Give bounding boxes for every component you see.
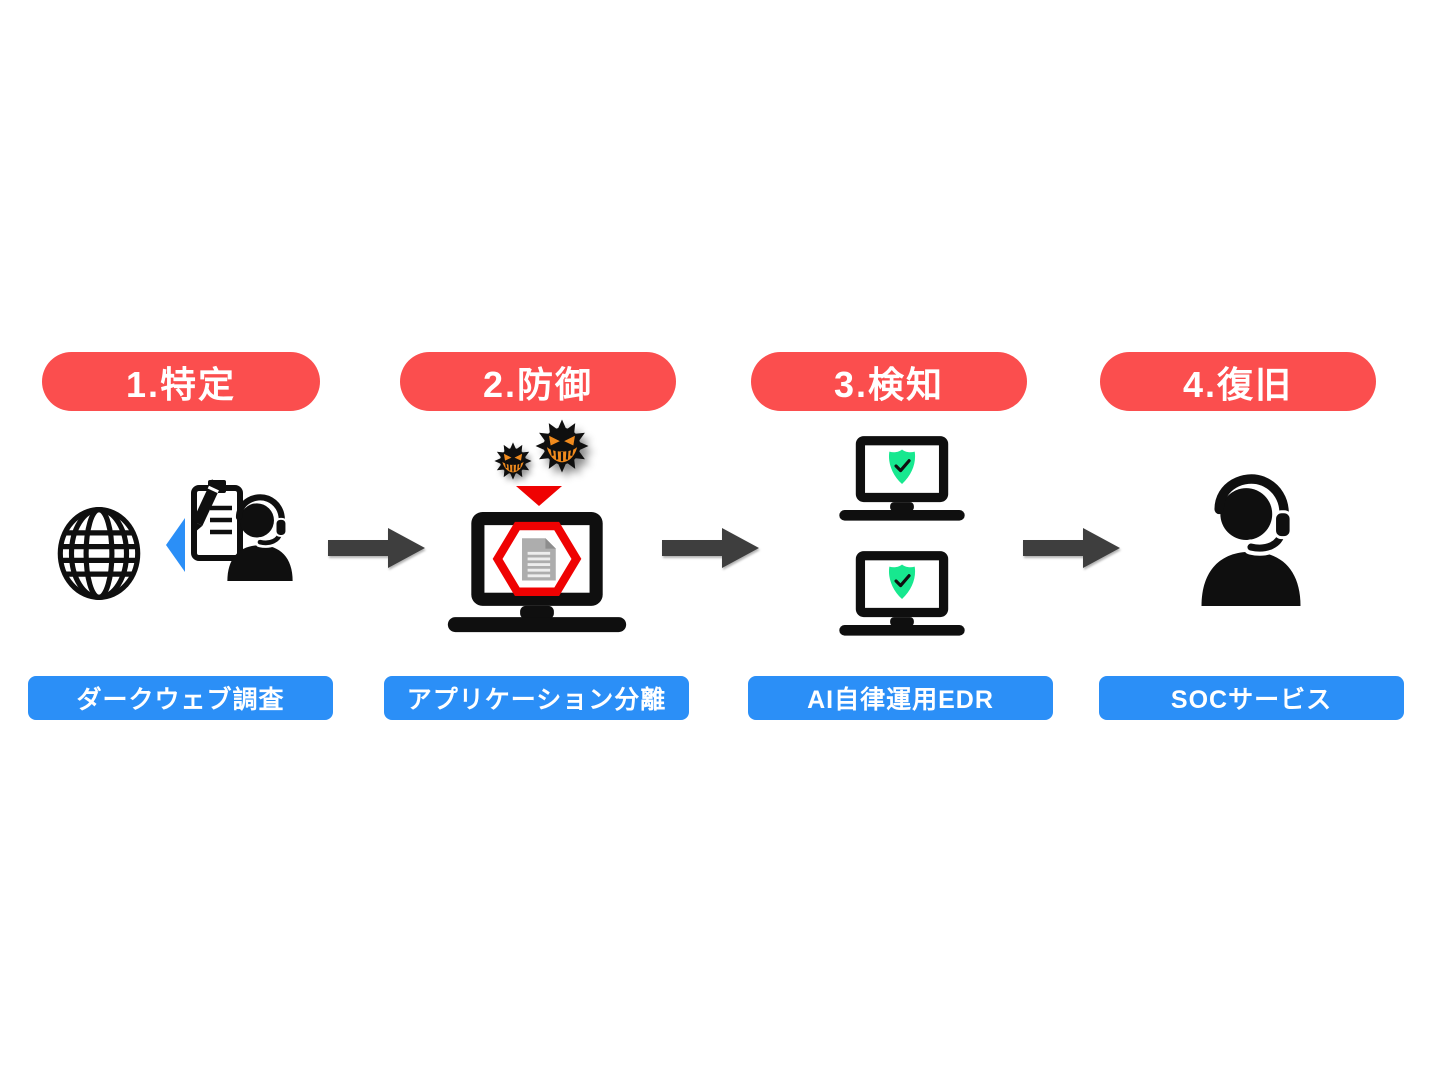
stage-label-app-isolation: アプリケーション分離 [384,676,689,720]
laptop-shield-check-icon [839,436,965,521]
flow-arrow-icon [662,528,759,568]
document-icon [521,538,556,581]
laptop-shield-check-icon [839,551,965,636]
laptop-blocked-document-icon [447,512,627,633]
stage-label-darkweb: ダークウェブ調査 [28,676,333,720]
virus-icon-large [535,419,589,473]
operator-headset-icon [221,494,299,581]
stage-badge-identify: 1.特定 [42,352,320,411]
flow-arrow-icon [328,528,425,568]
stage-label-ai-edr: AI自律運用EDR [748,676,1053,720]
stage-badge-recover: 4.復旧 [1100,352,1376,411]
stage-badge-protect: 2.防御 [400,352,676,411]
flow-arrow-icon [1023,528,1120,568]
stage-label-soc: SOCサービス [1099,676,1404,720]
left-triangle-icon [166,518,185,572]
operator-headset-icon [1192,474,1310,606]
clipboard-pencil-icon [191,479,243,561]
virus-icon-small [494,442,532,480]
stage-badge-detect: 3.検知 [751,352,1027,411]
pencil-icon [192,479,222,535]
globe-icon [57,507,141,600]
attack-down-triangle-icon [516,486,562,506]
